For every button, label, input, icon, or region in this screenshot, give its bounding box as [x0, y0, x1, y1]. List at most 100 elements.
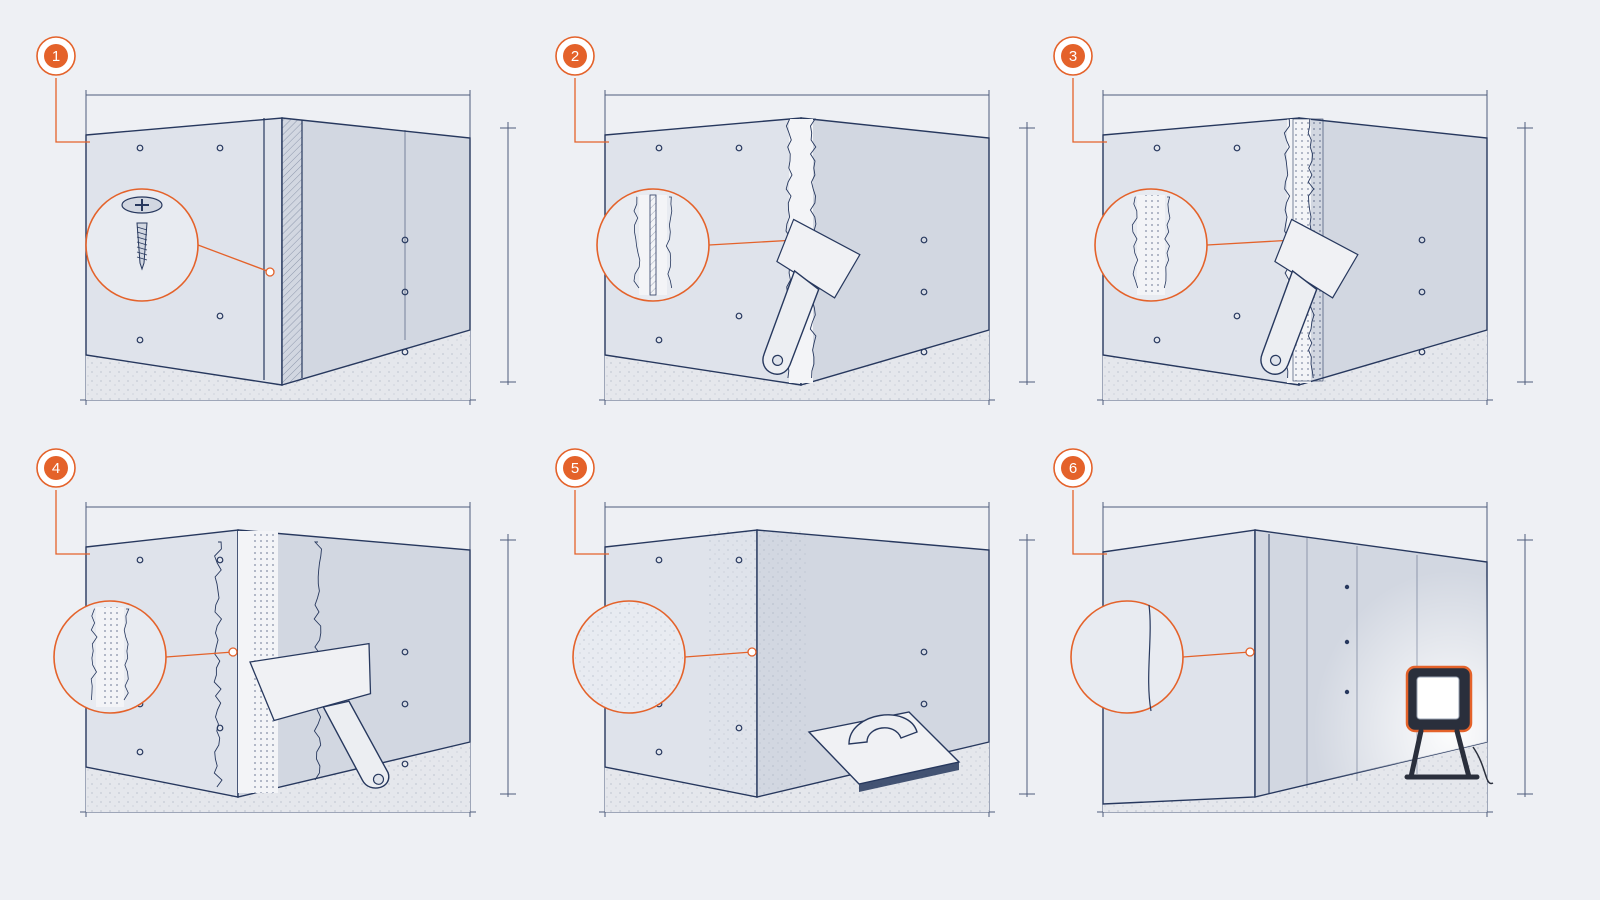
screw-dot	[401, 700, 409, 708]
screw-dot	[655, 144, 663, 152]
badge-dot	[1061, 456, 1085, 480]
badge-dot	[563, 44, 587, 68]
screw-dot	[655, 336, 663, 344]
screw-dot	[136, 144, 144, 152]
detail-target	[228, 647, 238, 657]
detail-leader	[1182, 651, 1251, 658]
screw-dot	[1418, 288, 1426, 296]
screw-dot	[920, 288, 928, 296]
detail-leader	[708, 239, 797, 246]
step-number: 6	[1069, 460, 1077, 477]
step-6-badge: 6	[1053, 448, 1093, 488]
screw-dot	[401, 760, 409, 768]
step-1-badge: 1	[36, 36, 76, 76]
height-dimension	[1019, 122, 1035, 385]
knife-hole	[771, 354, 784, 366]
knife-handle	[1260, 269, 1318, 375]
screw-dot	[655, 748, 663, 756]
screw-thread	[136, 241, 148, 246]
floor-texture	[1103, 330, 1487, 400]
badge-leader	[55, 490, 90, 555]
spatula-hole	[372, 773, 385, 785]
sanded-compound	[707, 530, 807, 796]
screw-dot	[216, 724, 224, 732]
screw-dot	[401, 288, 409, 296]
screw-dot	[1418, 236, 1426, 244]
badge-dot	[1061, 44, 1085, 68]
step-1-detail-callout	[85, 188, 275, 302]
light-lens	[1416, 676, 1460, 720]
step-number: 4	[52, 460, 60, 477]
detail-edge	[90, 608, 98, 701]
step-5-badge: 5	[555, 448, 595, 488]
screw-dot	[735, 724, 743, 732]
screw-dot	[655, 556, 663, 564]
screw-dot	[136, 556, 144, 564]
screw-dot	[1153, 144, 1161, 152]
step-number: 5	[571, 460, 579, 477]
step-2-badge: 2	[555, 36, 595, 76]
screw-thread	[136, 236, 148, 241]
badge-leader	[1072, 78, 1107, 143]
screw-cross	[135, 199, 149, 211]
height-dimension	[1517, 122, 1533, 385]
putty-knife-icon	[1260, 218, 1359, 375]
floor-texture	[86, 330, 470, 400]
knife-hole	[1269, 354, 1282, 366]
float-edge	[859, 762, 959, 792]
badge-leader	[1072, 490, 1107, 555]
screw-dot	[920, 236, 928, 244]
screw-dot	[1233, 144, 1241, 152]
screw-dot	[1344, 584, 1350, 590]
detail-mesh	[100, 607, 120, 707]
step-number: 2	[571, 48, 579, 65]
screw-thread	[136, 246, 148, 251]
screw-thread	[136, 231, 148, 236]
screw-dot	[136, 748, 144, 756]
detail-leader	[684, 651, 753, 658]
detail-corner-line	[1148, 604, 1152, 712]
corner-gap	[282, 119, 302, 383]
float-handle	[848, 714, 918, 745]
knife-blade	[776, 218, 861, 299]
detail-circle	[1070, 600, 1184, 714]
detail-edge	[633, 196, 641, 289]
spatula-blade	[249, 642, 372, 722]
screw-dot	[920, 348, 928, 356]
detail-edge	[1131, 196, 1139, 289]
step-4-detail-callout	[53, 600, 238, 714]
detail-smooth-surface	[575, 603, 683, 711]
detail-leader	[165, 651, 234, 658]
step-3-panel: 3	[1053, 36, 1533, 405]
detail-target	[747, 647, 757, 657]
detail-edge	[123, 608, 130, 701]
badge-leader	[574, 78, 609, 143]
height-dimension	[1517, 534, 1533, 797]
step-number: 1	[52, 48, 60, 65]
floor-texture	[605, 330, 989, 400]
light-stand	[1404, 728, 1480, 780]
step-1-panel: 1	[36, 36, 516, 405]
screw-dot	[401, 648, 409, 656]
screw-dot	[735, 312, 743, 320]
light-cable	[1472, 746, 1494, 785]
work-light-icon	[1404, 665, 1494, 785]
badge-dot	[44, 456, 68, 480]
height-dimension	[500, 534, 516, 797]
screw-dot	[136, 336, 144, 344]
detail-target	[265, 267, 275, 277]
screw-dot	[216, 312, 224, 320]
step-4-panel: 4	[36, 448, 516, 817]
floor-texture	[86, 742, 470, 812]
knife-blade	[1274, 218, 1359, 299]
screw-dot	[401, 236, 409, 244]
screw-dot	[1233, 312, 1241, 320]
knife-handle	[762, 269, 820, 375]
step-4-badge: 4	[36, 448, 76, 488]
screw-dot	[920, 648, 928, 656]
screw-dot	[1153, 336, 1161, 344]
detail-leader	[197, 244, 271, 273]
spatula-handle	[322, 700, 390, 789]
screw-dot	[1344, 689, 1350, 695]
